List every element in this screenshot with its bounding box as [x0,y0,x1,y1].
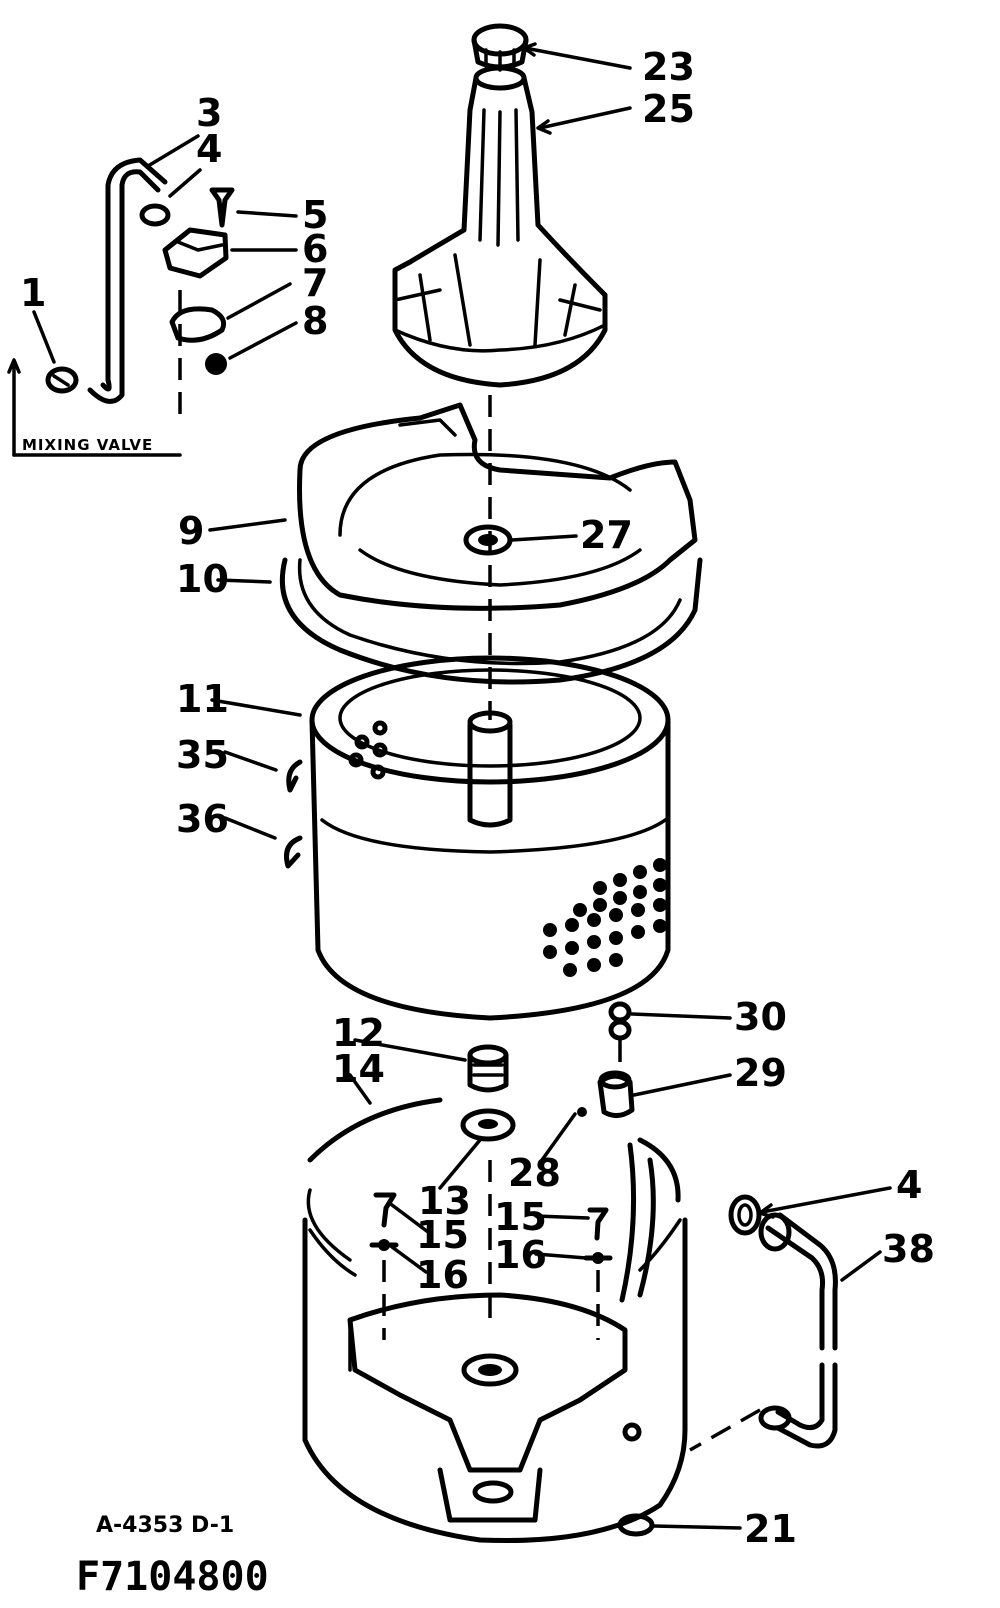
label-4-top: 4 [196,127,222,171]
screw-left-part [369,1192,399,1340]
label-38: 38 [882,1227,935,1271]
label-8: 8 [302,299,328,343]
agitator-cap-part [471,23,529,72]
label-21: 21 [744,1507,797,1551]
label-35: 35 [176,733,229,777]
reference-code: A-4353 D-1 [96,1513,234,1538]
screw-right-part [583,1207,613,1340]
label-28: 28 [508,1151,561,1195]
label-6: 6 [302,227,328,271]
drain-hose-part [689,1212,838,1452]
label-29: 29 [734,1051,787,1095]
plug-21-part [617,1513,655,1537]
label-14: 14 [332,1047,385,1091]
valve-29-part [597,1070,635,1118]
clamp-30-part [608,1001,632,1065]
label-5: 5 [302,193,328,237]
outer-tub-part [302,1097,688,1544]
mixing-valve-label: MIXING VALVE [22,436,153,454]
label-4-bottom: 4 [896,1163,922,1207]
label-15-right: 15 [494,1195,547,1239]
label-1: 1 [20,271,46,315]
label-9: 9 [178,509,204,553]
label-25: 25 [642,87,695,131]
label-15-left: 15 [416,1213,469,1257]
label-30: 30 [734,995,787,1039]
washer-28-part [577,1107,587,1117]
hose-clamp-part [728,1194,762,1236]
label-13: 13 [418,1179,471,1223]
agitator-part [392,65,608,388]
label-16-left: 16 [416,1253,469,1297]
mixing-valve-assembly [7,157,235,457]
label-3: 3 [196,91,222,135]
clip-35-part [286,759,303,793]
label-7: 7 [302,261,328,305]
clip-36-part [284,835,303,869]
label-36: 36 [176,797,229,841]
model-number: F7104800 [76,1554,269,1600]
callout-labels: 23 25 3 4 5 6 7 8 1 9 10 11 35 36 27 12 … [20,45,935,1551]
label-10: 10 [176,557,229,601]
wash-basket-part [309,655,671,1021]
label-27: 27 [580,513,633,557]
tub-cover-part [297,402,698,611]
seal-13-part [460,1108,516,1142]
label-16-right: 16 [494,1233,547,1277]
label-11: 11 [176,677,229,721]
leader-lines [32,42,892,1530]
label-23: 23 [642,45,695,89]
coupling-12-part [467,1044,509,1093]
label-12: 12 [332,1011,385,1055]
